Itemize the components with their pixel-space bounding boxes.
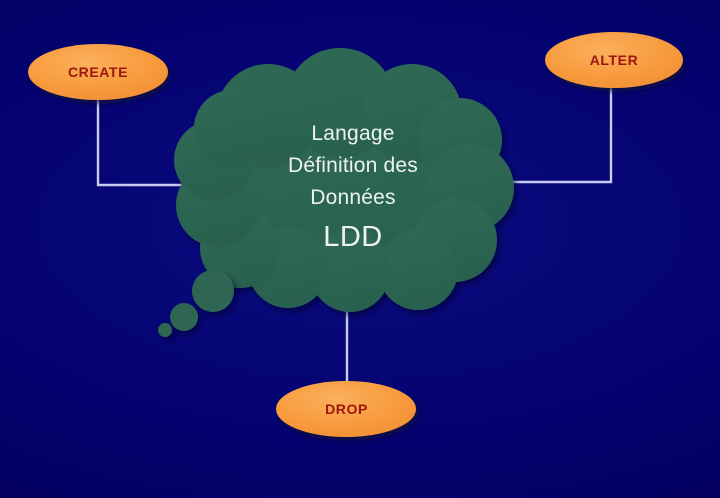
connector-group [96,87,613,385]
tail-bubble-large [192,270,234,312]
tail-bubble-medium [170,303,198,331]
tail-bubble-small [158,323,172,337]
cloud-tail-bubbles [158,270,234,337]
cloud-shape-group [174,48,514,312]
connector-alter-to-cloud [506,87,613,184]
connector-create-to-cloud [96,99,208,187]
node-drop[interactable] [276,381,416,437]
node-create[interactable] [28,44,168,100]
cloud-body [174,48,514,312]
node-alter[interactable] [545,32,683,88]
